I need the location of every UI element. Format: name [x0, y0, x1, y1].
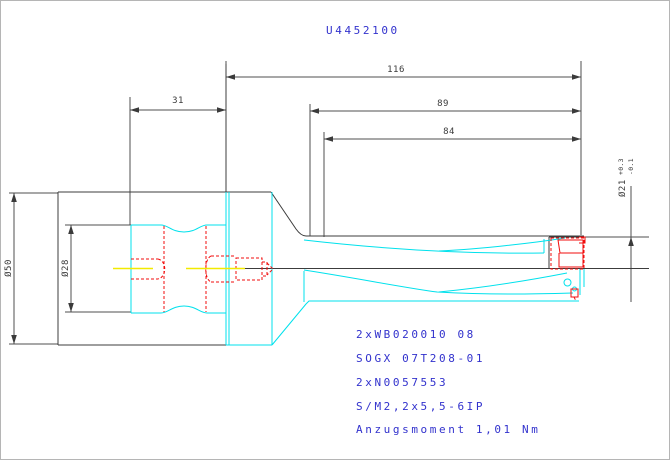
dim-dia28-label: Ø28: [60, 259, 71, 277]
dim-dia28: Ø28: [60, 224, 131, 313]
dim-dia50: Ø50: [3, 192, 58, 345]
tool-body-outline: [57, 64, 649, 346]
dim-116: 116: [225, 61, 582, 235]
dim-84-label: 84: [443, 127, 455, 137]
part-list-line-4: S/M2,2x5,5-6IP: [356, 400, 485, 413]
dim-116-label: 116: [387, 65, 405, 75]
dim-dia50-label: Ø50: [3, 259, 14, 277]
dim-89-label: 89: [437, 99, 449, 109]
dim-dia21: Ø21 +0.3 -0.1: [584, 152, 649, 302]
part-list: 2xWB020010 08 SOGX 07T208-01 2xN0057553 …: [356, 328, 540, 436]
drawing-title: U4452100: [326, 24, 400, 37]
part-list-line-1: 2xWB020010 08: [356, 328, 476, 341]
dim-84: 84: [323, 127, 581, 237]
dim-89: 89: [309, 99, 581, 236]
dim-31: 31: [129, 96, 226, 225]
cutting-insert: [550, 236, 586, 302]
dim-31-label: 31: [172, 96, 184, 106]
part-list-line-5: Anzugsmoment 1,01 Nm: [356, 423, 540, 436]
part-list-line-2: SOGX 07T208-01: [356, 352, 485, 365]
part-list-line-3: 2xN0057553: [356, 376, 448, 389]
dim-dia21-label: Ø21 +0.3 -0.1: [616, 152, 635, 197]
